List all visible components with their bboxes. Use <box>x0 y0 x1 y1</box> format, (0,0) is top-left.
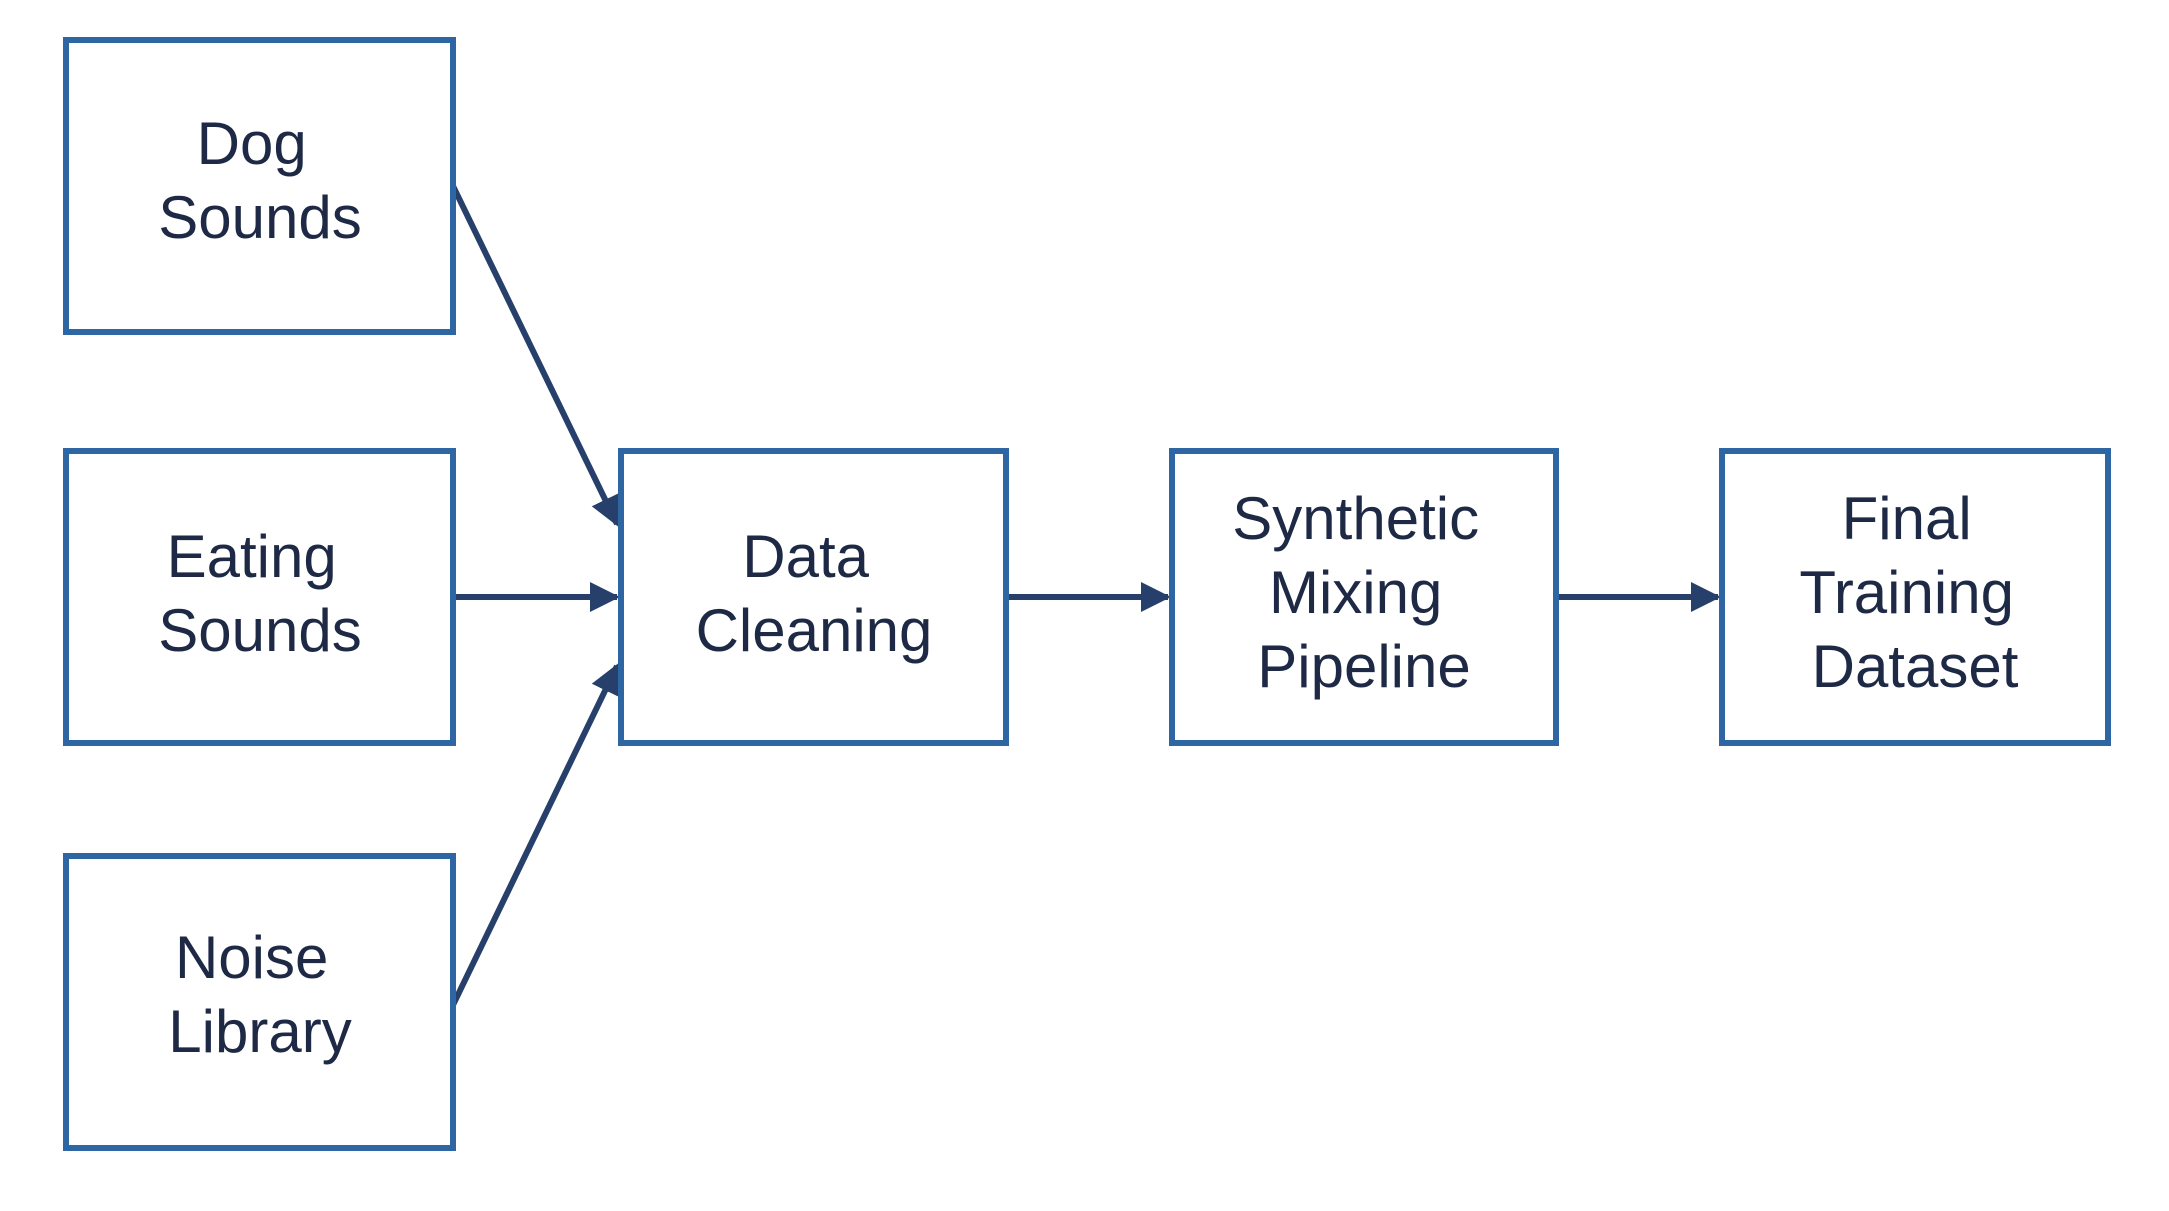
node-final-dataset-line-3: Dataset <box>1812 633 2019 700</box>
node-synthetic-mixing-line-1: Synthetic <box>1232 485 1479 552</box>
node-final-dataset-line-2: Training <box>1799 559 2014 626</box>
node-eating-sounds: Eating Sounds <box>63 448 456 746</box>
node-noise-library: Noise Library <box>63 853 456 1151</box>
node-synthetic-mixing-pipeline: Synthetic Mixing Pipeline <box>1169 448 1559 746</box>
node-dog-sounds-line-2: Sounds <box>158 184 362 251</box>
node-eating-sounds-line-1: Eating <box>167 523 337 590</box>
svg-text:Data Cleaning: Data Cleaning <box>696 523 933 664</box>
node-dog-sounds-line-1: Dog <box>197 110 307 177</box>
node-data-cleaning-line-2: Cleaning <box>696 597 933 664</box>
node-noise-library-line-2: Library <box>168 998 351 1065</box>
svg-text:Synthetic Mixing P: Synthetic Mixing Pipeline <box>1232 485 1495 700</box>
edge-noise-to-cleaning <box>450 663 620 1007</box>
node-eating-sounds-line-2: Sounds <box>158 597 362 664</box>
node-data-cleaning-line-1: Data <box>742 523 869 590</box>
svg-text:Final Training Dat: Final Training Dataset <box>1799 485 2030 700</box>
edge-dog-to-cleaning <box>450 184 620 527</box>
edges <box>450 184 1721 1007</box>
node-final-training-dataset: Final Training Dataset <box>1719 448 2111 746</box>
node-dog-sounds: Dog Sounds <box>63 37 456 335</box>
node-final-dataset-line-1: Final <box>1842 485 1972 552</box>
node-synthetic-mixing-line-3: Pipeline <box>1257 633 1471 700</box>
svg-text:Eating Sounds: Eating Sounds <box>158 523 362 664</box>
node-synthetic-mixing-line-2: Mixing <box>1269 559 1442 626</box>
node-data-cleaning: Data Cleaning <box>618 448 1009 746</box>
svg-text:Dog Sounds: Dog Sounds <box>158 110 362 251</box>
svg-text:Noise Library: Noise Library <box>168 924 351 1065</box>
node-noise-library-line-1: Noise <box>175 924 328 991</box>
